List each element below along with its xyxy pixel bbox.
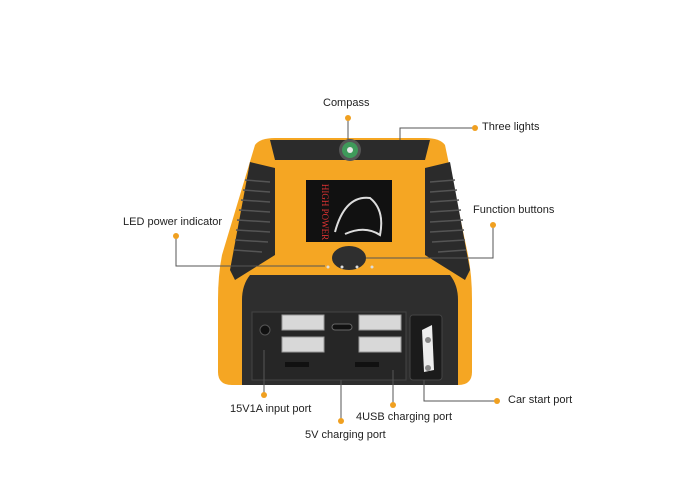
- brand-logo-text: HIGH POWER: [320, 184, 330, 240]
- dc-input-jack: [259, 324, 271, 336]
- led-indicators: [326, 265, 374, 269]
- label-function-buttons: Function buttons: [473, 204, 555, 216]
- car-logo-icon: [334, 196, 383, 237]
- power-bank-body: HIGH POWER: [218, 138, 472, 385]
- label-5v-charging-port: 5V charging port: [305, 429, 386, 441]
- label-led-power-indicator: LED power indicator: [123, 216, 223, 228]
- label-4usb-charging-port: 4USB charging port: [356, 411, 452, 423]
- label-car-start-port: Car start port: [508, 394, 573, 406]
- label-input-port: 15V1A input port: [230, 403, 312, 415]
- micro-usb-port: [331, 323, 353, 331]
- car-start-icon: [422, 325, 434, 372]
- usb-ports: [281, 314, 402, 353]
- function-button[interactable]: [332, 246, 366, 270]
- callout-dots: [173, 115, 500, 424]
- label-compass: Compass: [323, 97, 370, 109]
- label-three-lights: Three lights: [482, 121, 540, 133]
- callout-lines: [175, 118, 497, 421]
